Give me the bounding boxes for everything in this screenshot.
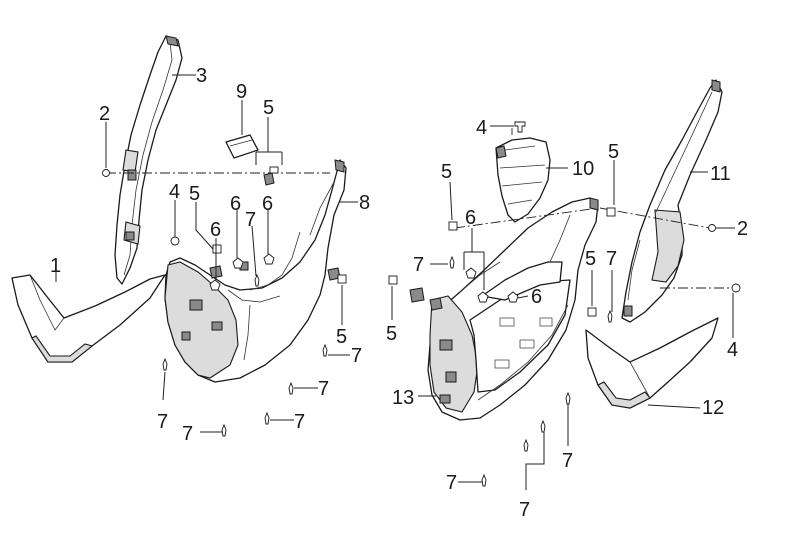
callout-6-left-c: 6 <box>210 219 221 241</box>
callout-5-right-c: 5 <box>386 323 397 345</box>
callout-6-left-b: 6 <box>262 193 273 215</box>
fastener-5-left-a <box>269 166 279 174</box>
callout-7-left-c: 7 <box>318 378 329 400</box>
part-12-right-floor-side-panel <box>585 317 719 409</box>
fastener-4-left <box>170 236 180 246</box>
fastener-7-right-a <box>449 255 455 269</box>
callout-7-right-a: 7 <box>413 254 424 276</box>
fastener-7-right-c <box>523 438 529 452</box>
callout-12: 12 <box>702 397 724 419</box>
fastener-6-right-b <box>477 291 489 303</box>
callout-5-left-top: 5 <box>263 97 274 119</box>
callout-9: 9 <box>236 81 247 103</box>
callout-7-left-d: 7 <box>294 411 305 433</box>
part-11-right-front-side-cover <box>621 79 723 323</box>
part-13-floor-frame-assembly <box>409 197 599 421</box>
part-9-small-cover <box>225 134 259 159</box>
fastener-7-left-b <box>162 357 168 371</box>
callout-5-right-left: 5 <box>441 161 452 183</box>
callout-13: 13 <box>392 387 414 409</box>
fastener-2-left <box>102 169 110 177</box>
fastener-6-left-c <box>263 253 275 265</box>
callout-7-left-e: 7 <box>157 411 168 433</box>
fastener-5-right-b <box>606 207 616 217</box>
fastener-6-left-a <box>209 279 221 291</box>
right-leader-lines <box>391 125 735 490</box>
fastener-5-left-c <box>337 274 347 284</box>
callout-1: 1 <box>50 255 61 277</box>
part-1-left-floor-side-panel <box>11 274 166 363</box>
callout-6-right-a: 6 <box>465 207 476 229</box>
callout-c7l: 7 <box>10 532 16 543</box>
callout-7-right-b: 7 <box>606 248 617 270</box>
callout-11: 11 <box>710 163 731 185</box>
callout-2-left: 2 <box>99 103 110 125</box>
callout-4-left: 4 <box>169 181 180 203</box>
callout-5-left-mid: 5 <box>189 183 200 205</box>
part-3-left-front-side-cover <box>114 35 183 285</box>
callout-7-left-b: 7 <box>351 345 362 367</box>
callout-5-right-b: 5 <box>585 248 596 270</box>
right-fasteners <box>388 121 741 487</box>
alignment-line-right-mid <box>454 207 599 229</box>
callout-10: 10 <box>572 158 594 180</box>
callout-labels: 1 2 3 9 5 4 5 6 6 7 6 8 5 7 7 7 7 7 4 10… <box>50 65 748 521</box>
callout-8: 8 <box>359 192 370 214</box>
fastener-7-right-e <box>565 391 571 405</box>
alignment-line-right-upper <box>511 128 711 229</box>
callout-3: 3 <box>196 65 207 87</box>
fastener-4-right <box>731 283 741 293</box>
fastener-6-left-b <box>232 257 244 269</box>
callout-7-right-d: 7 <box>446 472 457 494</box>
fastener-7-left-f <box>322 343 328 357</box>
fastener-7-left-d <box>264 411 270 425</box>
callout-4-right-top: 4 <box>476 117 487 139</box>
callout-5-left-low: 5 <box>336 326 347 348</box>
callout-7-right-c: 7 <box>562 450 573 472</box>
fastener-7-left-e <box>288 381 294 395</box>
callout-5-right-top: 5 <box>608 141 619 163</box>
fastener-6-right-c <box>507 291 519 303</box>
left-fasteners <box>102 166 347 437</box>
fastener-6-right-a <box>465 267 477 279</box>
callout-6-left-a: 6 <box>230 193 241 215</box>
callout-7-right-e: 7 <box>519 499 530 521</box>
callout-2-right: 2 <box>737 218 748 240</box>
fastener-7-left-a <box>254 273 260 287</box>
part-10-inner-panel <box>495 137 551 223</box>
part-8-front-leg-shield-assembly <box>164 159 347 383</box>
callout-6-right-b: 6 <box>531 286 542 308</box>
fastener-2-right <box>708 224 716 232</box>
callout-7-left-top: 7 <box>245 209 256 231</box>
fastener-5-right-c <box>388 275 398 285</box>
fastener-5-right-a <box>448 221 458 231</box>
fastener-7-right-d <box>540 419 546 433</box>
callout-7-left-f: 7 <box>182 423 193 445</box>
fastener-7-left-c <box>221 423 227 437</box>
fastener-7-right-b <box>481 473 487 487</box>
callout-4-right: 4 <box>727 339 738 361</box>
fastener-5-left-b <box>212 244 222 254</box>
fastener-5-right-d <box>587 307 597 317</box>
fastener-4-right-top <box>514 121 526 133</box>
left-leader-lines <box>55 74 358 433</box>
fastener-7-right-f <box>607 309 613 323</box>
